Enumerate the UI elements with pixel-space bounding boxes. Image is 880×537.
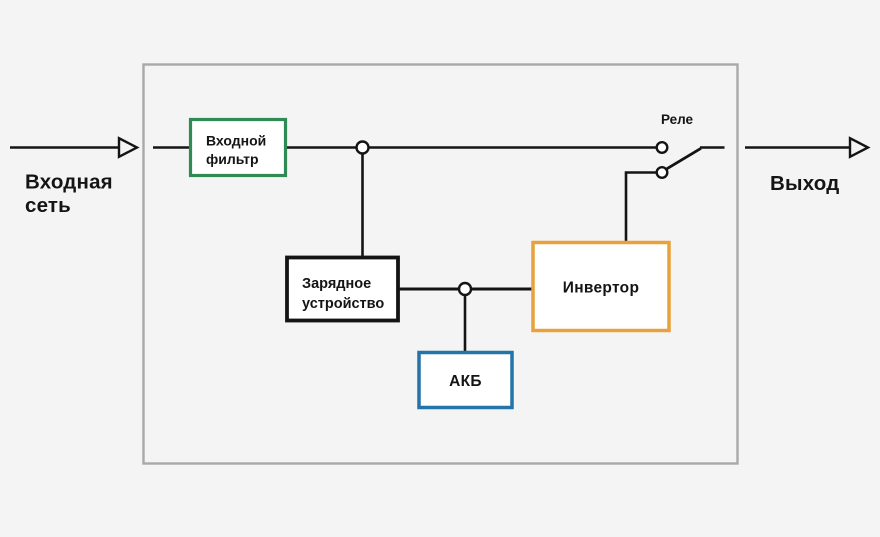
inverter-box: [531, 240, 671, 333]
charger-box: [285, 255, 400, 323]
inverter-label: Инвертор: [563, 280, 639, 297]
relay-contact-bottom: [655, 165, 669, 179]
inverter-label-text: Инвертор: [563, 280, 639, 297]
output-label-text: Выход: [770, 172, 839, 195]
input-filter-label-line2: фильтр: [206, 151, 259, 167]
input-filter-box: [188, 117, 288, 178]
battery-label: АКБ: [449, 373, 482, 390]
input-filter-label: Входной фильтр: [206, 133, 270, 168]
wire-inverter-to-relay: [624, 171, 657, 243]
input-arrowhead-icon: [117, 136, 140, 159]
relay-label-text: Реле: [661, 112, 694, 127]
output-label: Выход: [770, 172, 839, 195]
input-label-line2: сеть: [25, 194, 71, 217]
charger-label: Зарядное устройство: [302, 276, 384, 312]
input-filter-label-line1: Входной: [206, 133, 266, 149]
relay-label: Реле: [661, 112, 694, 127]
input-label: Входная сеть: [25, 171, 119, 218]
charger-label-line1: Зарядное: [302, 276, 371, 292]
battery-label-text: АКБ: [449, 373, 482, 390]
relay-switch-arm: [666, 147, 702, 171]
junction-dot-main-line: [355, 140, 370, 155]
charger-label-line2: устройство: [302, 296, 384, 312]
junction-dot-dc-bus: [457, 281, 473, 297]
battery-box: [417, 350, 514, 410]
output-arrowhead-icon: [848, 136, 871, 159]
ups-enclosure-box: [142, 63, 739, 465]
input-label-line1: Входная: [25, 171, 113, 194]
relay-contact-top: [655, 140, 669, 154]
